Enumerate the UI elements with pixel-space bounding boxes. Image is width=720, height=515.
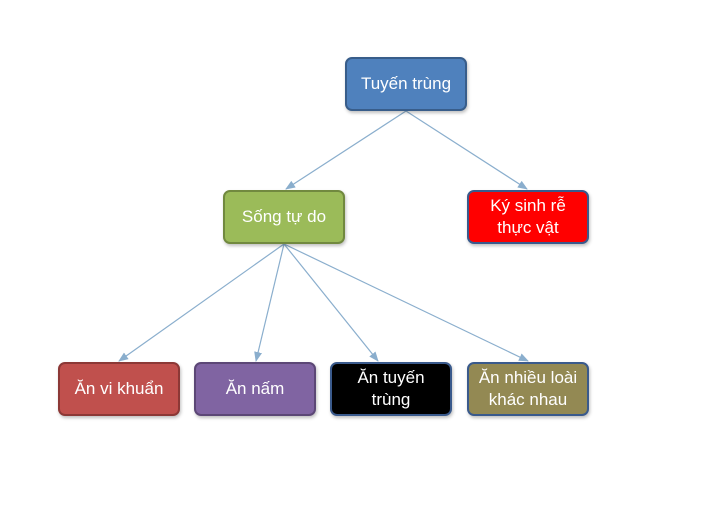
node-omnivorous: Ăn nhiều loài khác nhau: [467, 362, 589, 416]
node-label: Ăn nấm: [225, 379, 285, 398]
arrow-free-living-to-fungi: [254, 243, 285, 362]
node-label: Sống tự do: [241, 207, 327, 226]
node-label: Tuyến trùng: [360, 74, 452, 93]
node-bacteria-feeding: Ăn vi khuẩn: [58, 362, 180, 416]
node-label: Ký sinh rễ thực vật: [490, 196, 566, 237]
node-nematode-feeding: Ăn tuyến trùng: [330, 362, 452, 416]
node-fungi-feeding: Ăn nấm: [194, 362, 316, 416]
node-free-living: Sống tự do: [223, 190, 345, 244]
node-plant-root-parasitic: Ký sinh rễ thực vật: [467, 190, 589, 244]
arrow-root-to-parasitic: [405, 110, 528, 190]
arrow-free-living-to-many: [283, 243, 529, 362]
arrow-free-living-to-bacteria: [118, 243, 285, 362]
node-label: Ăn nhiều loài khác nhau: [478, 368, 578, 409]
node-label: Ăn tuyến trùng: [357, 368, 425, 409]
node-label: Ăn vi khuẩn: [74, 379, 164, 398]
node-nematodes: Tuyến trùng: [345, 57, 467, 111]
arrow-root-to-free-living: [285, 110, 407, 190]
arrow-free-living-to-nematodes: [283, 243, 379, 362]
